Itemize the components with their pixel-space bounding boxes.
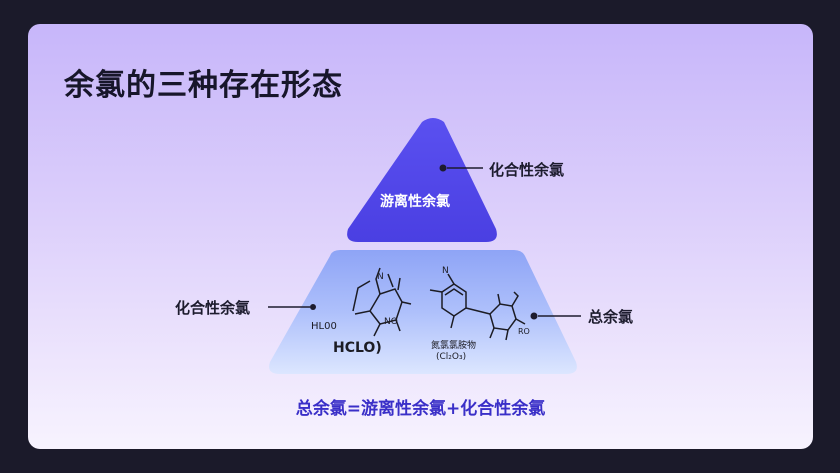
slide-title: 余氯的三种存在形态	[64, 68, 343, 103]
molecule-left-atom-n: N	[377, 272, 384, 282]
total-chlorine-formula: 总余氯=游离性余氯+化合性余氯	[295, 399, 546, 419]
slide: 余氯的三种存在形态	[28, 24, 813, 449]
molecule-left-atom-ho: NO	[384, 317, 398, 327]
connector-dot-right	[530, 312, 538, 320]
pyramid-top-tier	[347, 118, 497, 242]
pyramid-bottom-right-label: 总余氯	[588, 308, 634, 326]
pyramid-bottom-left-label: 化合性余氯	[175, 299, 251, 317]
pyramid-top-side-label: 化合性余氯	[489, 161, 565, 179]
pyramid-top-label: 游离性余氯	[380, 194, 450, 210]
molecule-left-caption: HCLO)	[333, 340, 382, 356]
molecule-right	[429, 273, 526, 341]
molecule-right-caption-line1: 氮氯氯胺物	[431, 339, 476, 351]
molecule-right-caption-line2: (Cl₂O₃)	[436, 352, 466, 362]
molecule-right-atom-n: N	[442, 266, 449, 276]
connector-dot-top	[439, 164, 447, 172]
pyramid-diagram: N HL00 NO HCLO) N RO 氮氯氯胺物 (Cl₂O₃)	[268, 118, 581, 374]
molecule-left	[352, 267, 412, 337]
molecule-right-atom-ro: RO	[518, 327, 530, 336]
connector-dot-left	[310, 304, 316, 310]
pyramid-bottom-tier	[269, 250, 577, 374]
molecule-left-atom-small: HL00	[311, 321, 337, 332]
